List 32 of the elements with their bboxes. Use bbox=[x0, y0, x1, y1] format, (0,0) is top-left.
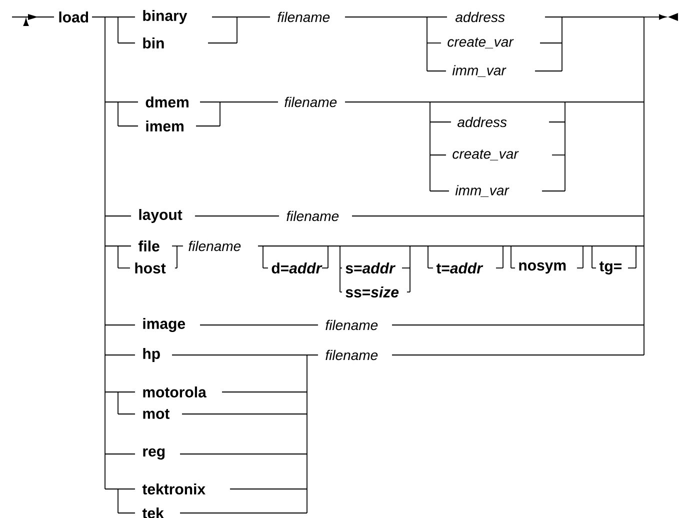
parameter-label: create_var bbox=[448, 38, 514, 48]
parameter-label: filename bbox=[326, 350, 378, 360]
parameter-label: address bbox=[458, 116, 507, 128]
keyword-label: ss=size bbox=[346, 286, 399, 298]
keyword-label: tg= bbox=[599, 262, 622, 274]
keyword-label: load bbox=[59, 12, 88, 22]
parameter-label: filename bbox=[278, 12, 330, 22]
keyword-label: d=addr bbox=[272, 262, 322, 274]
keyword-label: t=addr bbox=[436, 262, 484, 274]
parameter-label: filename bbox=[326, 320, 378, 330]
keyword-label: binary bbox=[143, 10, 188, 24]
keyword-label: s=addr bbox=[346, 262, 396, 274]
keyword-label: host bbox=[135, 262, 166, 274]
parameter-label: imm_var bbox=[455, 185, 510, 197]
parameter-label: filename bbox=[284, 96, 337, 108]
parameter-label: create_var bbox=[452, 150, 519, 160]
keyword-label: motorola bbox=[143, 386, 206, 398]
keyword-label: reg bbox=[143, 448, 165, 460]
parameter-label: filename bbox=[188, 240, 241, 252]
keyword-label: imem bbox=[146, 120, 184, 132]
parameter-label: address bbox=[456, 12, 505, 22]
keyword-label: tektronix bbox=[142, 483, 206, 494]
keyword-label: image bbox=[143, 318, 186, 332]
keyword-label: dmem bbox=[146, 96, 188, 108]
keyword-label: bin bbox=[143, 37, 164, 48]
keyword-label: nosym bbox=[519, 262, 566, 274]
keyword-label: layout bbox=[139, 209, 182, 223]
keyword-label: hp bbox=[143, 348, 160, 362]
parameter-label: imm_var bbox=[452, 65, 506, 77]
keyword-label: mot bbox=[143, 409, 170, 419]
parameter-label: filename bbox=[286, 210, 339, 222]
keyword-label: file bbox=[138, 240, 160, 252]
